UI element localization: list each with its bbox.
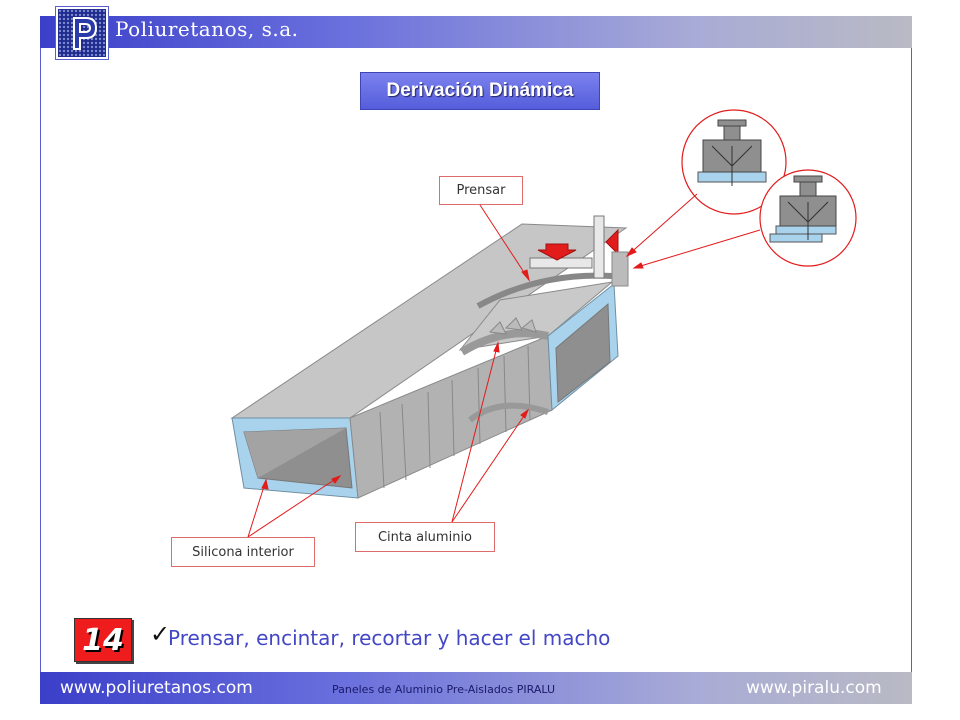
callout-prensar: Prensar — [439, 176, 523, 205]
bullet-text: Prensar, encintar, recortar y hacer el m… — [168, 626, 611, 650]
slide-title: Derivación Dinámica — [360, 72, 600, 110]
company-name: Poliuretanos, s.a. — [115, 17, 299, 41]
callout-silicona-interior: Silicona interior — [171, 537, 315, 567]
company-logo — [56, 7, 108, 59]
footer-link-poliuretanos[interactable]: www.poliuretanos.com — [60, 678, 253, 698]
footer-link-piralu[interactable]: www.piralu.com — [746, 678, 882, 698]
logo-p-icon — [58, 9, 106, 57]
slide-number-badge: 14 — [74, 618, 132, 662]
checkmark-icon: ✓ — [150, 620, 171, 648]
footer-tagline: Paneles de Aluminio Pre-Aislados PIRALU — [332, 683, 555, 696]
header-bar — [40, 16, 912, 48]
slide-frame — [40, 48, 912, 672]
footer-bar — [40, 672, 912, 704]
callout-cinta-aluminio: Cinta aluminio — [355, 522, 495, 552]
